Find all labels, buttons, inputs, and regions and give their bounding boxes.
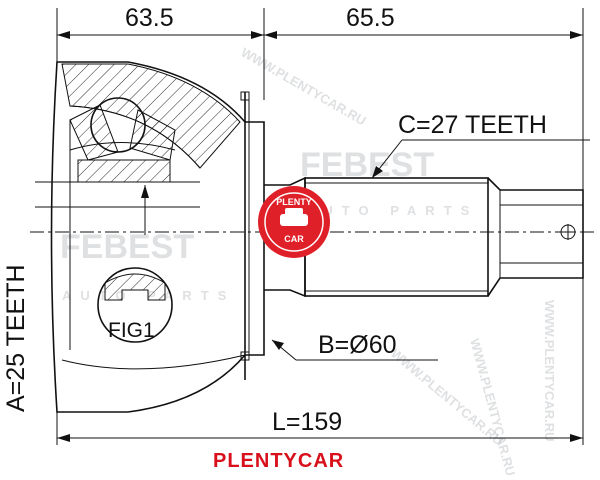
fig1-detail: FIG1 bbox=[97, 267, 173, 343]
boot-diameter-label: B=Ø60 bbox=[318, 331, 397, 359]
watermark-sub-left: AUTO PARTS bbox=[62, 288, 235, 303]
cage-hatch-left bbox=[69, 104, 119, 161]
c-leader-arrow bbox=[372, 166, 383, 178]
brand-caption: PLENTYCAR bbox=[213, 450, 344, 472]
arrow-mid-right bbox=[264, 31, 277, 39]
arrow-left bbox=[57, 31, 70, 39]
spline-c-callout: C=27 TEETH bbox=[371, 111, 590, 179]
boot-diameter-callout: B=Ø60 bbox=[271, 331, 438, 361]
spline-inner-label: A=25 TEETH bbox=[2, 264, 30, 412]
lower-inner-line bbox=[61, 354, 246, 370]
total-length-label: L=159 bbox=[272, 408, 342, 436]
fig1-label: FIG1 bbox=[108, 319, 155, 342]
thread-end bbox=[487, 177, 584, 297]
bottom-dimension: L=159 bbox=[56, 278, 584, 445]
cage-line bbox=[69, 142, 176, 151]
badge-bottom-text: CAR bbox=[284, 234, 304, 244]
fig1-circle bbox=[97, 267, 173, 343]
car-icon bbox=[280, 214, 308, 226]
watermark-side-edge: WWW.PLENTYCAR.RU bbox=[542, 300, 557, 442]
car-icon-roof bbox=[285, 208, 303, 216]
spline-outer-label: C=27 TEETH bbox=[398, 111, 547, 139]
housing-outline bbox=[50, 61, 265, 413]
abs-ring-bottom bbox=[240, 351, 250, 361]
dim-left-length: 63.5 bbox=[125, 4, 174, 32]
badge-top-text: PLENTY bbox=[276, 197, 312, 207]
plentycar-badge: PLENTY CAR bbox=[258, 186, 330, 258]
abs-ring-top bbox=[240, 91, 250, 101]
arrow-mid-left bbox=[251, 31, 264, 39]
badge-ring bbox=[264, 192, 324, 252]
bottom-arrow-left bbox=[57, 434, 70, 442]
spline-pointer-arrow bbox=[141, 185, 149, 198]
shaft-body bbox=[304, 177, 489, 297]
watermark-side-right: WWW.PLENTYCAR.RU bbox=[467, 337, 518, 475]
fig1-hatch bbox=[104, 273, 166, 301]
bottom-arrow-right bbox=[570, 434, 583, 442]
watermark-side-top: WWW.PLENTYCAR.RU bbox=[239, 45, 369, 129]
joint-housing bbox=[35, 61, 306, 413]
b-leader-arrow bbox=[272, 340, 284, 350]
inner-race bbox=[77, 159, 171, 183]
arrow-right bbox=[570, 31, 583, 39]
splined-shaft bbox=[304, 177, 584, 297]
watermark-sub: AUTO PARTS bbox=[305, 203, 478, 218]
dim-right-length: 65.5 bbox=[346, 4, 395, 32]
watermark-main-left: FEBEST bbox=[60, 228, 194, 266]
top-dimensions: 63.5 65.5 bbox=[56, 4, 584, 190]
